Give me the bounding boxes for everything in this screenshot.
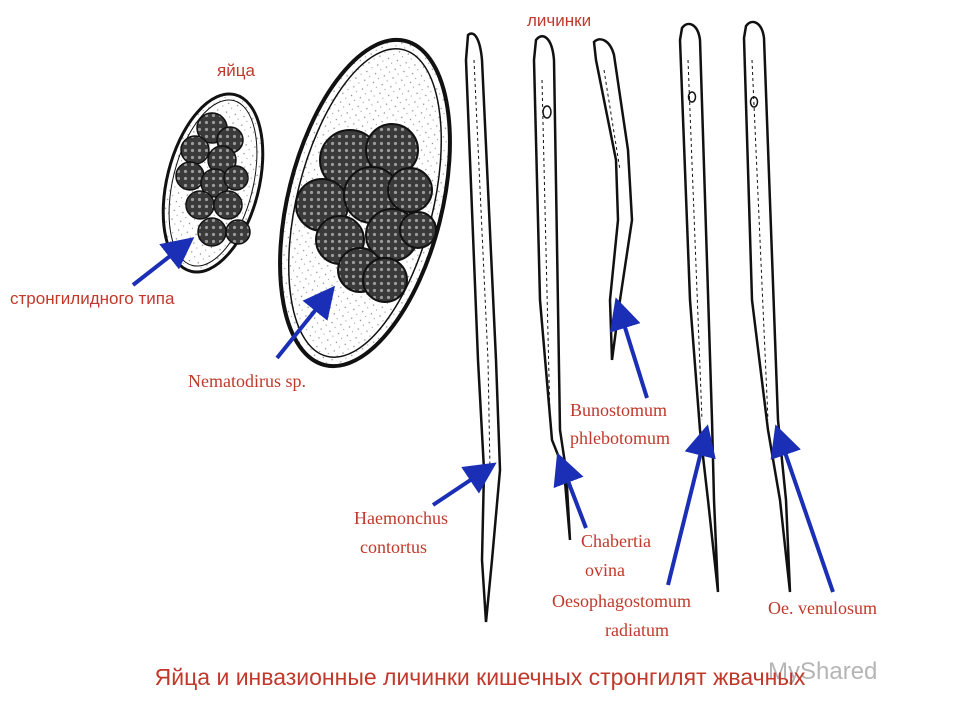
watermark: MyShared: [768, 658, 878, 685]
arrow-haemonchus: [431, 462, 497, 507]
larva-bunostomum: [592, 38, 634, 361]
label-eggs: яйца: [217, 61, 255, 80]
arrow-oesophagostomum-radiatum: [666, 424, 716, 586]
arrow-strongylid: [131, 237, 195, 287]
arrow-chabertia: [553, 452, 588, 529]
arrow-oe-venulosum: [770, 424, 835, 593]
label-bunostomum-species: phlebotomum: [570, 428, 670, 448]
strongylid-egg: [161, 92, 265, 274]
label-haemonchus-genus: Haemonchus: [354, 508, 448, 528]
arrow-nematodirus: [275, 285, 336, 360]
label-strongylid: стронгилидного типа: [10, 289, 175, 308]
figure-caption: Яйца и инвазионные личинки кишечных стро…: [154, 664, 806, 690]
label-bunostomum-genus: Bunostomum: [570, 400, 668, 420]
label-chabertia-genus: Chabertia: [581, 531, 651, 551]
label-oesophagostomum-species: radiatum: [605, 620, 669, 640]
label-larvae: личинки: [527, 11, 592, 30]
pointer-arrows: [131, 237, 835, 593]
label-haemonchus-species: contortus: [360, 537, 427, 557]
label-oe-venulosum: Oe. venulosum: [768, 598, 877, 618]
larva-haemonchus: [464, 32, 502, 623]
label-chabertia-species: ovina: [585, 560, 625, 580]
nematodirus-egg: [278, 37, 452, 369]
arrow-bunostomum: [609, 297, 649, 399]
larva-chabertia: [532, 35, 572, 541]
label-nematodirus: Nematodirus sp.: [188, 371, 306, 391]
label-oesophagostomum-genus: Oesophagostomum: [552, 591, 691, 611]
larva-oesophagostomum-venulosum: [742, 20, 792, 593]
